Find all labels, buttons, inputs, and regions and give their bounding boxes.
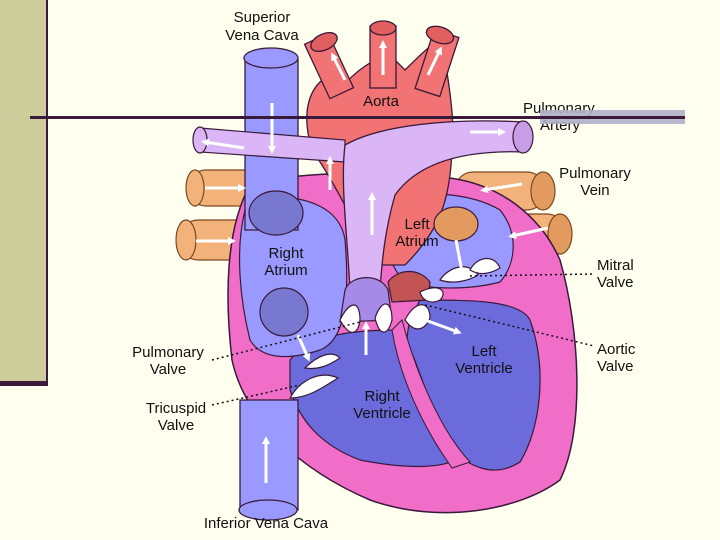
label-superior-vena-cava-1: Superior [234,9,291,26]
title-rule [30,116,685,119]
pulmonary-artery [342,120,526,293]
sidebar-foot-rule [0,381,48,386]
leader-lines [211,273,595,406]
label-pulmonary-valve-1: Pulmonary [132,344,204,361]
label-mitral-valve-1: Mitral [597,257,634,274]
label-aortic-valve-1: Aortic [597,341,636,358]
label-right-ventricle-2: Ventricle [353,405,411,422]
label-aorta: Aorta [363,93,400,110]
label-pulmonary-vein-2: Vein [580,182,609,199]
label-mitral-valve-2: Valve [597,274,633,291]
ivc-opening [259,287,309,337]
septum [391,319,471,469]
label-right-atrium-2: Atrium [264,262,307,279]
label-left-ventricle-1: Left [471,343,497,360]
label-left-ventricle-2: Ventricle [455,360,513,377]
label-tricuspid-valve-2: Valve [158,417,194,434]
label-left-atrium-2: Atrium [395,233,438,250]
label-left-atrium-1: Left [404,216,430,233]
label-superior-vena-cava-2: Vena Cava [225,27,299,44]
label-right-ventricle-1: Right [364,388,400,405]
svc-opening [248,190,304,236]
pulmonary-vein-opening [433,206,479,242]
label-aortic-valve-2: Valve [597,358,633,375]
label-right-atrium-1: Right [268,245,304,262]
label-tricuspid-valve-1: Tricuspid [146,400,206,417]
flow-arrows [196,40,549,483]
slide-sidebar-bar [0,0,48,383]
label-inferior-vena-cava: Inferior Vena Cava [204,515,329,532]
label-pulmonary-vein-1: Pulmonary [559,165,631,182]
label-pulmonary-valve-2: Valve [150,361,186,378]
